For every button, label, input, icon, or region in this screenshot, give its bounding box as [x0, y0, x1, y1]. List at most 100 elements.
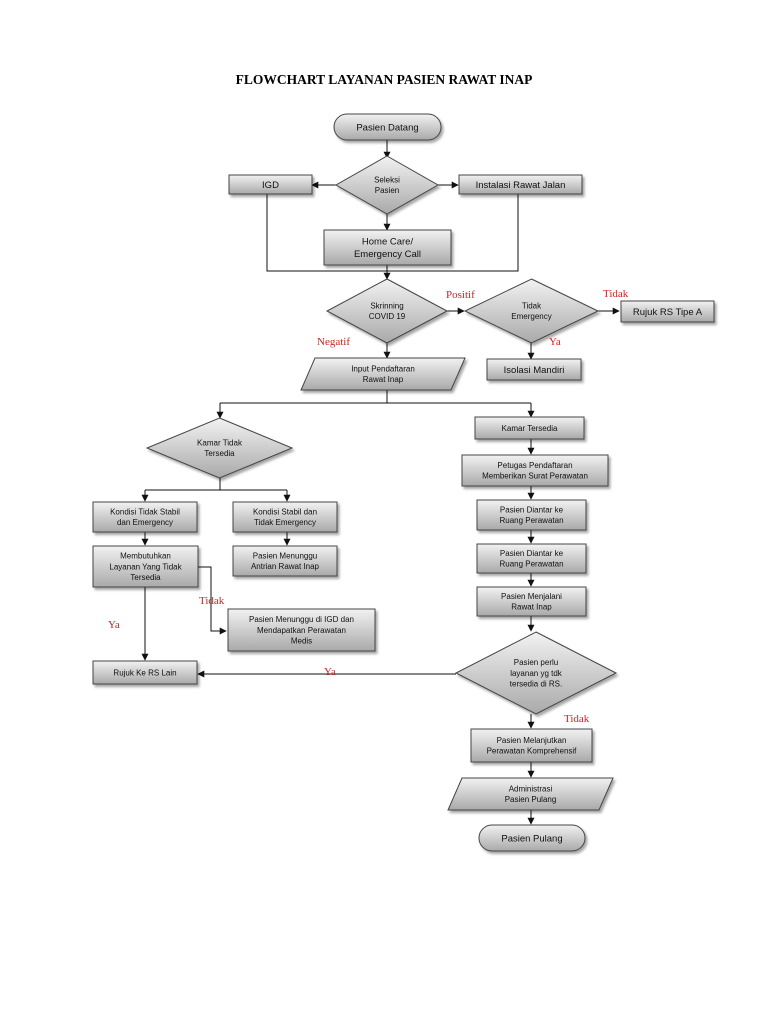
edge-label-ya-rujuk: Ya — [108, 619, 120, 631]
node-administrasi-label-2: Pasien Pulang — [505, 795, 557, 804]
node-kamar-tersedia-label-1: Kamar Tersedia — [502, 424, 558, 433]
node-input-pendaftaran-label-2: Rawat Inap — [363, 375, 404, 384]
node-pasien-diantar-1-shape — [476, 499, 587, 531]
node-pasien-pulang-shape — [478, 824, 586, 852]
node-rujuk-rs-tipe-a: Rujuk RS Tipe A — [620, 300, 715, 323]
node-tidak-emergency-label-2: Emergency — [511, 312, 551, 321]
node-pasien-melanjutkan-label-1: Pasien Melanjutkan — [497, 736, 567, 745]
node-rujuk-rs-lain-shape — [92, 660, 198, 685]
node-skrinning-covid-shape — [325, 278, 449, 344]
node-kondisi-tidak-stabil-shape — [92, 501, 198, 533]
node-kamar-tersedia-shape — [474, 416, 585, 440]
node-seleksi-pasien-label-1: Seleksi — [374, 175, 400, 184]
node-home-care-label-2: Emergency Call — [354, 249, 421, 260]
page-title: FLOWCHART LAYANAN PASIEN RAWAT INAP — [236, 72, 533, 87]
node-input-pendaftaran-shape — [300, 357, 466, 391]
node-seleksi-pasien-label-2: Pasien — [375, 186, 399, 195]
node-instalasi-rawat-jalan: Instalasi Rawat Jalan — [458, 174, 583, 195]
node-membutuhkan-layanan-label-2: Layanan Yang Tidak — [109, 562, 182, 571]
node-seleksi-pasien-shape — [334, 155, 440, 215]
node-pasien-menunggu-igd-shape — [227, 608, 376, 652]
node-pasien-pulang: Pasien Pulang — [478, 824, 586, 852]
node-pasien-melanjutkan-label-2: Perawatan Komprehensif — [487, 747, 578, 756]
node-pasien-perlu-layanan-label-3: tersedia di RS. — [510, 680, 562, 689]
node-kondisi-tidak-stabil-label-2: dan Emergency — [117, 518, 173, 527]
node-instalasi-rawat-jalan-shape — [458, 174, 583, 195]
node-pasien-melanjutkan-shape — [470, 728, 593, 763]
node-pasien-menunggu-igd-label-2: Mendapatkan Perawatan — [257, 626, 346, 635]
node-isolasi-mandiri-shape — [486, 358, 582, 381]
node-pasien-menjalani-shape — [476, 586, 587, 617]
node-pasien-perlu-layanan-label-1: Pasien perlu — [514, 658, 558, 667]
edge-label-tidak-rujuk: Tidak — [603, 288, 629, 300]
node-instalasi-rawat-jalan-label-1: Instalasi Rawat Jalan — [476, 180, 566, 191]
node-kondisi-stabil-shape — [232, 501, 338, 533]
node-pasien-diantar-1-label-2: Ruang Perawatan — [499, 516, 563, 525]
node-pasien-diantar-1: Pasien Diantar ke Ruang Perawatan — [476, 499, 587, 531]
node-pasien-menjalani-label-1: Pasien Menjalani — [501, 592, 562, 601]
node-pasien-menunggu-igd-label-1: Pasien Menunggu di IGD dan — [249, 615, 354, 624]
node-pasien-datang: Pasien Datang — [333, 113, 442, 141]
node-input-pendaftaran-label-1: Input Pendaftaran — [351, 364, 415, 373]
edge-igd-merge — [266, 194, 519, 272]
node-membutuhkan-layanan-label-3: Tersedia — [130, 573, 161, 582]
node-kondisi-tidak-stabil-label-1: Kondisi Tidak Stabil — [110, 507, 180, 516]
node-membutuhkan-layanan-shape — [92, 545, 199, 588]
node-administrasi-shape — [447, 777, 614, 811]
node-kamar-tidak-tersedia-label-2: Tersedia — [204, 449, 235, 458]
node-kondisi-tidak-stabil: Kondisi Tidak Stabil dan Emergency — [92, 501, 198, 533]
node-pasien-menunggu-antrian-label-1: Pasien Menunggu — [253, 551, 318, 560]
node-petugas-pendaftaran-label-2: Memberikan Surat Perawatan — [482, 472, 588, 481]
node-pasien-perlu-layanan: Pasien perlu layanan yg tdk tersedia di RS… — [454, 631, 618, 715]
node-kamar-tersedia: Kamar Tersedia — [474, 416, 585, 440]
node-kondisi-stabil-label-1: Kondisi Stabil dan — [253, 507, 317, 516]
node-pasien-menunggu-antrian-label-2: Antrian Rawat Inap — [251, 562, 320, 571]
edge-label-ya-isolasi: Ya — [549, 336, 561, 348]
node-pasien-diantar-1-label-1: Pasien Diantar ke — [500, 505, 564, 514]
edge-label-ya-perlu: Ya — [324, 666, 336, 678]
node-igd-shape — [228, 174, 313, 195]
node-home-care-shape — [323, 229, 452, 266]
node-pasien-datang-shape — [333, 113, 442, 141]
node-kamar-tidak-tersedia-shape — [145, 417, 294, 479]
node-home-care: Home Care/Emergency Call — [323, 229, 452, 266]
node-pasien-diantar-2-shape — [476, 543, 587, 574]
node-rujuk-rs-lain-label-1: Rujuk Ke RS Lain — [113, 668, 176, 677]
node-tidak-emergency-label-1: Tidak — [522, 301, 542, 310]
edge-label-positif: Positif — [446, 289, 475, 301]
node-skrinning-covid-label-1: Skrinning — [370, 301, 403, 310]
node-pasien-menunggu-antrian-shape — [232, 545, 338, 577]
node-isolasi-mandiri-label-1: Isolasi Mandiri — [504, 365, 565, 376]
edge-label-tidak-menunggu: Tidak — [199, 595, 225, 607]
node-igd: IGD — [228, 174, 313, 195]
node-membutuhkan-layanan-label-1: Membutuhkan — [120, 552, 171, 561]
node-igd-label-1: IGD — [262, 180, 279, 191]
node-pasien-menunggu-igd-label-3: Medis — [291, 637, 312, 646]
node-tidak-emergency-shape — [463, 278, 600, 344]
node-pasien-perlu-layanan-shape — [454, 631, 618, 715]
node-rujuk-rs-tipe-a-label-1: Rujuk RS Tipe A — [633, 307, 703, 318]
node-rujuk-rs-tipe-a-shape — [620, 300, 715, 323]
node-pasien-perlu-layanan-label-2: layanan yg tdk — [510, 669, 563, 678]
node-skrinning-covid-label-2: COVID 19 — [369, 312, 406, 321]
node-petugas-pendaftaran-label-1: Petugas Pendaftaran — [497, 461, 572, 470]
node-petugas-pendaftaran-shape — [461, 454, 609, 487]
node-isolasi-mandiri: Isolasi Mandiri — [486, 358, 582, 381]
node-kamar-tidak-tersedia-label-1: Kamar Tidak — [197, 438, 243, 447]
node-pasien-datang-label-1: Pasien Datang — [356, 122, 418, 133]
node-pasien-pulang-label-1: Pasien Pulang — [501, 833, 562, 844]
